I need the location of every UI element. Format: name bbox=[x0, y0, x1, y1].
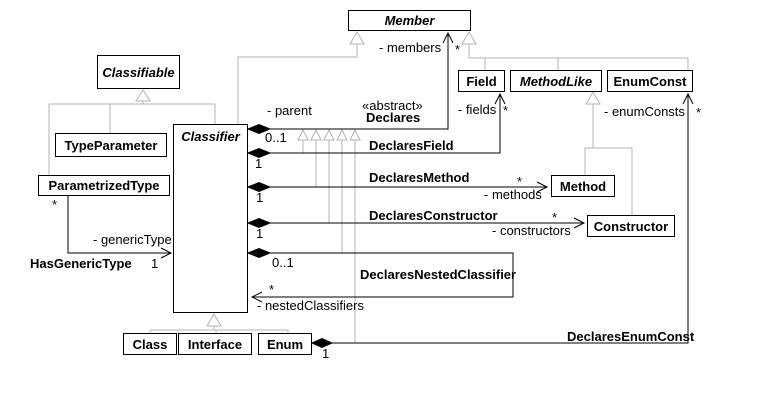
association-name-declares-method: DeclaresMethod bbox=[369, 170, 470, 185]
generalization-line-classifier-children bbox=[149, 326, 289, 333]
role-label-parent: - parent bbox=[267, 103, 312, 118]
class-box-interface: Interface bbox=[178, 333, 252, 355]
arrowhead-members bbox=[442, 31, 454, 44]
class-box-parametrized-type: ParametrizedType bbox=[38, 175, 170, 196]
class-name-method: Method bbox=[559, 178, 607, 194]
role-label-nested-classifiers: - nestedClassifiers bbox=[257, 298, 364, 313]
aggregation-diamond-declares bbox=[246, 123, 272, 135]
aggregation-diamond-declares-enum-const bbox=[310, 337, 334, 349]
generalization-line-classifier-to-member bbox=[237, 44, 358, 124]
arrowhead-constructors bbox=[573, 217, 586, 229]
class-name-type-parameter: TypeParameter bbox=[64, 137, 158, 153]
aggregation-diamond-declares-field bbox=[246, 147, 272, 159]
class-box-enum-const: EnumConst bbox=[607, 70, 693, 92]
association-name-has-generic-type: HasGenericType bbox=[30, 256, 132, 271]
multiplicity-nested-classifiers: * bbox=[269, 282, 275, 297]
generalization-triangle-declares-3 bbox=[323, 128, 335, 141]
multiplicity-members: * bbox=[455, 42, 461, 57]
role-label-enum-consts: - enumConsts bbox=[604, 104, 685, 119]
aggregation-diamond-declares-method bbox=[246, 181, 272, 193]
association-name-declares-nested-classifier: DeclaresNestedClassifier bbox=[360, 267, 517, 282]
generalization-line-association-specializations bbox=[302, 140, 356, 343]
class-name-method-like: MethodLike bbox=[519, 73, 593, 89]
role-label-fields: - fields bbox=[458, 102, 497, 117]
class-box-member: Member bbox=[348, 10, 471, 31]
class-name-enum: Enum bbox=[266, 336, 304, 352]
role-label-generic-type: - genericType bbox=[93, 232, 172, 247]
role-label-members: - members bbox=[379, 40, 442, 55]
arrowhead-methods bbox=[536, 181, 549, 193]
association-line-declares-field bbox=[270, 94, 501, 154]
generalization-triangle-member-right bbox=[461, 31, 477, 45]
multiplicity-constructors: * bbox=[552, 210, 558, 225]
generalization-triangle-declares-4 bbox=[336, 128, 348, 141]
class-box-type-parameter: TypeParameter bbox=[55, 133, 167, 157]
association-line-declares-nested-classifier bbox=[252, 252, 514, 298]
generalization-line-methodlike-children bbox=[584, 104, 633, 215]
generalization-triangle-classifiable bbox=[135, 89, 151, 102]
class-name-field: Field bbox=[466, 73, 497, 89]
class-name-classifier: Classifier bbox=[181, 129, 240, 144]
generalization-line-classifiable-children bbox=[48, 101, 216, 175]
multiplicity-enum-consts: * bbox=[696, 105, 702, 120]
multiplicity-parent: 0..1 bbox=[265, 130, 287, 145]
association-name-declares-enum-const: DeclaresEnumConst bbox=[567, 329, 695, 344]
multiplicity-declares-method-classifier: 1 bbox=[256, 190, 264, 205]
class-name-interface: Interface bbox=[187, 336, 243, 352]
multiplicity-has-generic-type-source: * bbox=[52, 197, 58, 212]
role-label-methods: - methods bbox=[484, 187, 542, 202]
class-box-classifiable: Classifiable bbox=[97, 55, 180, 89]
generalization-triangle-declares-1 bbox=[297, 128, 309, 141]
multiplicity-declares-enum-const-enum: 1 bbox=[322, 346, 330, 361]
class-box-classifier: Classifier bbox=[173, 124, 248, 313]
aggregation-diamond-declares-nested bbox=[246, 247, 272, 259]
generalization-triangle-declares-2 bbox=[310, 128, 322, 141]
association-line-declares-enum-const bbox=[332, 94, 689, 344]
multiplicity-declares-field-classifier: 1 bbox=[255, 156, 263, 171]
class-box-field: Field bbox=[458, 70, 505, 92]
class-name-enum-const: EnumConst bbox=[613, 73, 687, 89]
arrowhead-generic-type bbox=[160, 247, 173, 259]
association-name-declares: Declares bbox=[366, 110, 421, 125]
class-name-classifiable: Classifiable bbox=[102, 64, 175, 80]
class-box-constructor: Constructor bbox=[587, 215, 675, 237]
association-name-declares-constructor: DeclaresConstructor bbox=[369, 208, 498, 223]
aggregation-diamond-declares-constructor bbox=[246, 217, 272, 229]
association-line-declares bbox=[270, 33, 449, 130]
class-box-method-like: MethodLike bbox=[510, 70, 602, 92]
class-name-constructor: Constructor bbox=[593, 218, 669, 234]
generalization-triangle-member-left bbox=[349, 31, 365, 45]
generalization-line-member-children bbox=[468, 44, 689, 70]
association-name-declares-field: DeclaresField bbox=[369, 138, 454, 153]
association-line-has-generic-type bbox=[67, 196, 171, 254]
class-name-parametrized-type: ParametrizedType bbox=[48, 178, 160, 193]
multiplicity-methods: * bbox=[517, 174, 523, 189]
multiplicity-fields: * bbox=[503, 103, 509, 118]
arrowhead-enum-consts bbox=[682, 92, 694, 105]
arrowhead-nested-classifiers bbox=[250, 291, 263, 303]
class-name-member: Member bbox=[384, 13, 435, 28]
class-box-method: Method bbox=[551, 175, 615, 197]
multiplicity-has-generic-type-target: 1 bbox=[151, 256, 159, 271]
class-name-class: Class bbox=[132, 336, 168, 352]
generalization-triangle-declares-5 bbox=[349, 128, 361, 141]
class-box-enum: Enum bbox=[258, 333, 312, 355]
stereotype-label-abstract: «abstract» bbox=[362, 98, 423, 113]
multiplicity-declares-constructor-classifier: 1 bbox=[256, 226, 264, 241]
class-box-class: Class bbox=[123, 333, 177, 355]
arrowhead-fields bbox=[494, 92, 506, 105]
multiplicity-declares-nested-classifier: 0..1 bbox=[272, 255, 294, 270]
role-label-constructors: - constructors bbox=[492, 223, 571, 238]
generalization-triangle-classifier bbox=[206, 313, 222, 327]
generalization-triangle-methodlike bbox=[585, 91, 601, 105]
